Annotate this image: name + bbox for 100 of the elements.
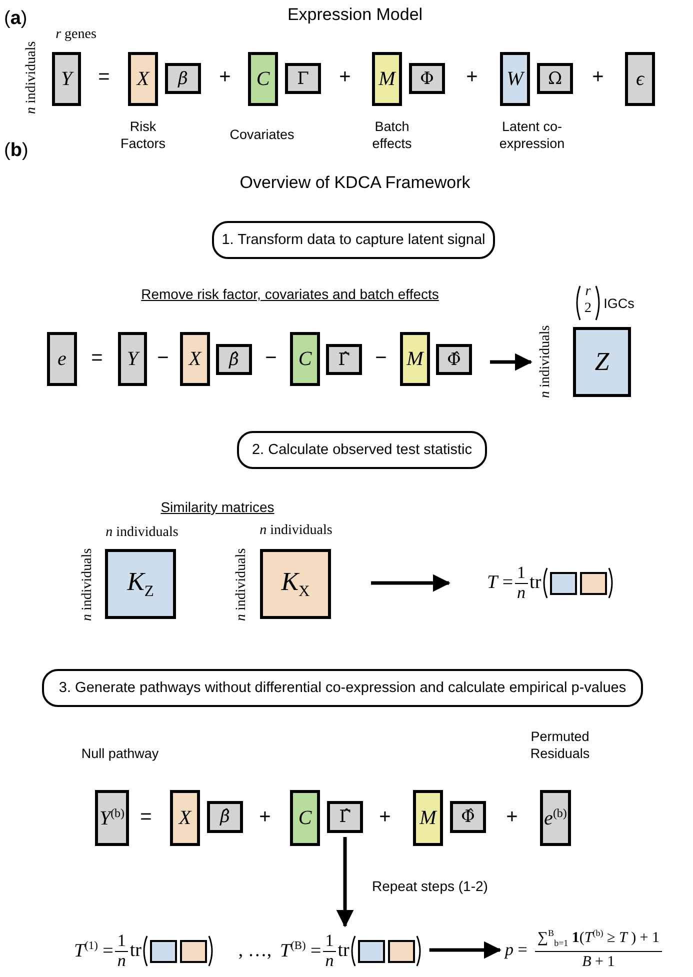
- matrix-symbol: β̂: [229, 350, 239, 370]
- formula-lhs: T =: [487, 572, 514, 594]
- panel-title: Expression Model: [286, 5, 424, 25]
- operator-symbol: +: [465, 66, 479, 89]
- caption-text: Covariates: [228, 126, 296, 143]
- matrix-icon: [550, 572, 577, 594]
- matrix-block: [290, 790, 320, 846]
- matrix-icon: [580, 572, 607, 594]
- matrix-symbol: X: [178, 806, 192, 830]
- trace-operator: tr: [338, 940, 350, 962]
- matrix-symbol: K$_{Z}$: [127, 566, 154, 602]
- caption-text: Permuted Residuals: [529, 728, 591, 762]
- matrix-symbol: β̂: [220, 807, 230, 827]
- matrix-block: [372, 52, 402, 106]
- matrix-symbol: e$^{(b)}$: [544, 806, 567, 830]
- matrix-block: [625, 52, 655, 106]
- matrix-symbol: C: [256, 68, 270, 90]
- square-matrix: [573, 327, 631, 397]
- panel-title: Overview of KDCA Framework: [238, 173, 472, 193]
- matrix-symbol: M: [406, 348, 424, 370]
- matrix-icon: [388, 940, 415, 962]
- coefficient-block: [326, 344, 362, 375]
- dimension-label: r: [584, 284, 592, 300]
- dimension-label: n individuals: [104, 525, 180, 541]
- coefficient-block: [436, 344, 472, 375]
- step-text: 3. Generate pathways without differential co-expression and calculate empirical p-values: [58, 680, 626, 696]
- section-heading: Remove risk factor, covariates and batch effects: [140, 286, 440, 302]
- coefficient-block: [327, 801, 363, 833]
- operator-symbol: , …,: [238, 940, 272, 962]
- matrix-symbol: Γ̂: [339, 807, 351, 827]
- operator-symbol: +: [591, 66, 605, 89]
- dimension-label: r genes: [54, 27, 98, 43]
- trace-operator: tr: [530, 572, 542, 594]
- matrix-block: [180, 332, 210, 386]
- step-text: 1. Transform data to capture latent signal: [222, 232, 486, 248]
- panel-label: (a): [4, 8, 28, 30]
- axis-label: n individuals: [80, 548, 96, 624]
- matrix-symbol: X: [136, 68, 150, 90]
- matrix-symbol: M: [420, 806, 436, 830]
- matrix-block: [413, 790, 443, 846]
- matrix-symbol: Γ: [297, 68, 309, 88]
- axis-label: n individuals: [24, 40, 40, 116]
- step-box: [42, 669, 643, 707]
- matrix-symbol: Φ̂: [461, 807, 475, 827]
- matrix-symbol: Y: [60, 68, 72, 90]
- formula-lhs: T$^{(1)}$ =: [74, 940, 114, 962]
- fraction-denominator: n: [117, 952, 126, 970]
- matrix-symbol: Z: [594, 347, 610, 377]
- matrix-block: [290, 332, 320, 386]
- matrix-block: [47, 332, 77, 386]
- fraction-numerator: 1: [515, 564, 528, 584]
- trace-operator: tr: [130, 940, 142, 962]
- panel-label: (b): [4, 140, 30, 162]
- fraction-numerator: ∑$^{B}$$_{b=1}$ 1(T$^{(b)}$ ≥ T ) + 1: [535, 929, 662, 952]
- arrow: [429, 941, 502, 959]
- dimension-label: n individuals: [258, 523, 334, 539]
- operator-symbol: −: [264, 347, 278, 370]
- caption-text: IGCs: [602, 295, 636, 312]
- matrix-symbol: X: [188, 348, 202, 370]
- matrix-symbol: M: [378, 68, 396, 90]
- step-box: [212, 221, 495, 259]
- coefficient-block: [450, 801, 486, 833]
- coefficient-block: [216, 344, 252, 375]
- square-matrix: [260, 549, 331, 619]
- axis-label: n individuals: [234, 548, 250, 624]
- fraction-denominator: n: [325, 952, 334, 970]
- matrix-block: [540, 790, 571, 846]
- matrix-symbol: C: [298, 348, 312, 370]
- matrix-icon: [180, 940, 207, 962]
- operator-symbol: =: [90, 347, 104, 370]
- matrix-block: [400, 332, 430, 386]
- operator-symbol: +: [258, 806, 272, 829]
- matrix-block: [52, 52, 81, 106]
- fraction-numerator: 1: [115, 932, 128, 952]
- formula-lhs: T$^{(B)}$ =: [280, 940, 322, 962]
- operator-symbol: +: [378, 806, 392, 829]
- matrix-symbol: Φ̂: [447, 350, 461, 370]
- matrix-block: [118, 332, 147, 386]
- operator-symbol: =: [139, 806, 153, 829]
- matrix-symbol: W: [506, 68, 524, 90]
- step-box: [237, 431, 487, 469]
- arrow: [336, 837, 354, 928]
- caption-text: Risk Factors: [119, 118, 166, 152]
- formula-lhs: p =: [505, 940, 528, 960]
- coefficient-block: [285, 63, 321, 94]
- caption-text: Null pathway: [80, 745, 160, 762]
- dimension-label: 2: [584, 301, 592, 317]
- matrix-symbol: ϵ: [636, 68, 644, 90]
- matrix-symbol: β: [178, 68, 188, 88]
- operator-symbol: +: [505, 806, 519, 829]
- step-text: 2. Calculate observed test statistic: [252, 442, 472, 458]
- fraction-denominator: n: [517, 584, 526, 602]
- matrix-block: [500, 52, 530, 106]
- matrix-block: [248, 52, 278, 106]
- coefficient-block: [537, 63, 573, 94]
- matrix-symbol: Y$^{(b)}$: [99, 806, 125, 830]
- operator-symbol: =: [97, 66, 111, 89]
- square-matrix: [105, 549, 176, 619]
- matrix-symbol: K$_{X}$: [281, 566, 310, 602]
- caption-text: Latent co-expression: [498, 118, 566, 152]
